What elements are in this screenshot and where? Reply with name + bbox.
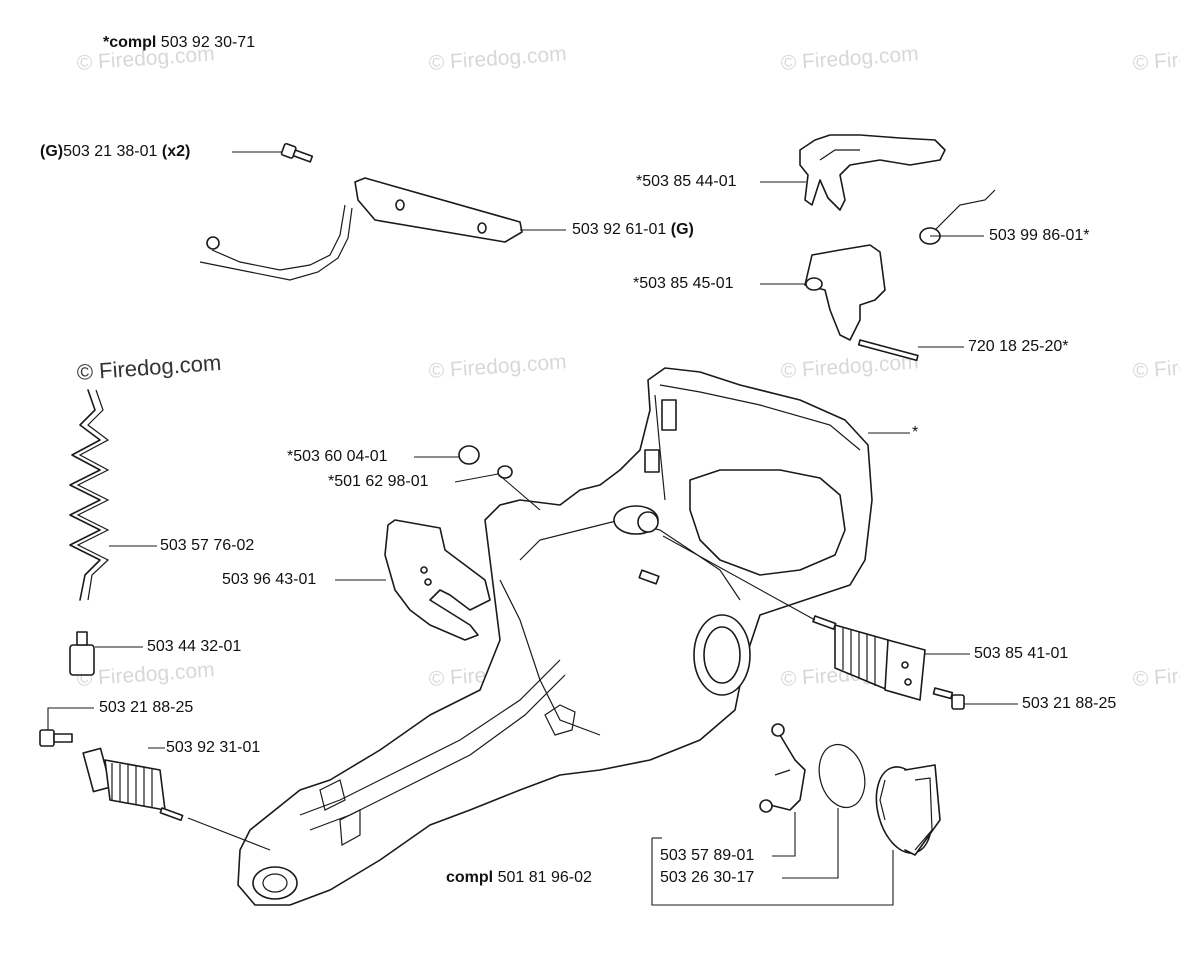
label-503854401: *503 85 44-01 bbox=[636, 173, 737, 190]
label-503600401: *503 60 04-01 bbox=[287, 448, 388, 465]
label-503213801: (G)503 21 38-01 (x2) bbox=[40, 143, 191, 160]
heater-bracket bbox=[199, 142, 523, 281]
label-503923101: 503 92 31-01 bbox=[166, 739, 261, 756]
label-720182520: 720 18 25-20* bbox=[968, 338, 1069, 355]
label-503854101: 503 85 41-01 bbox=[974, 645, 1069, 662]
label-503998601: 503 99 86-01* bbox=[989, 227, 1090, 244]
leader-lines bbox=[47, 151, 1018, 906]
label-503443201: 503 44 32-01 bbox=[147, 638, 242, 655]
label-star: * bbox=[912, 424, 919, 441]
rear-handle-housing bbox=[237, 367, 873, 906]
throttle-trigger bbox=[804, 244, 919, 362]
label-compl-501819602: compl 501 81 96-02 bbox=[446, 869, 592, 886]
right-av-assembly bbox=[812, 615, 965, 710]
fuel-cap-assembly bbox=[759, 723, 941, 856]
label-503218825-left: 503 21 88-25 bbox=[99, 699, 194, 716]
label-503218825-right: 503 21 88-25 bbox=[1022, 695, 1117, 712]
label-503926101: 503 92 61-01 (G) bbox=[572, 221, 694, 238]
label-503263017: 503 26 30-17 bbox=[660, 869, 755, 886]
label-503578901: 503 57 89-01 bbox=[660, 847, 755, 864]
throttle-lockout bbox=[799, 134, 946, 211]
label-503964301: 503 96 43-01 bbox=[222, 571, 317, 588]
label-501629801: *501 62 98-01 bbox=[328, 473, 429, 490]
label-503854501: *503 85 45-01 bbox=[633, 275, 734, 292]
label-503577602: 503 57 76-02 bbox=[160, 537, 255, 554]
av-bracket bbox=[384, 519, 491, 641]
label-compl-503923071: *compl 503 92 30-71 bbox=[103, 34, 256, 51]
fuel-hose bbox=[69, 389, 110, 601]
left-av-assembly bbox=[39, 729, 184, 822]
fuel-filter bbox=[69, 631, 95, 676]
av-plugs bbox=[458, 445, 513, 479]
